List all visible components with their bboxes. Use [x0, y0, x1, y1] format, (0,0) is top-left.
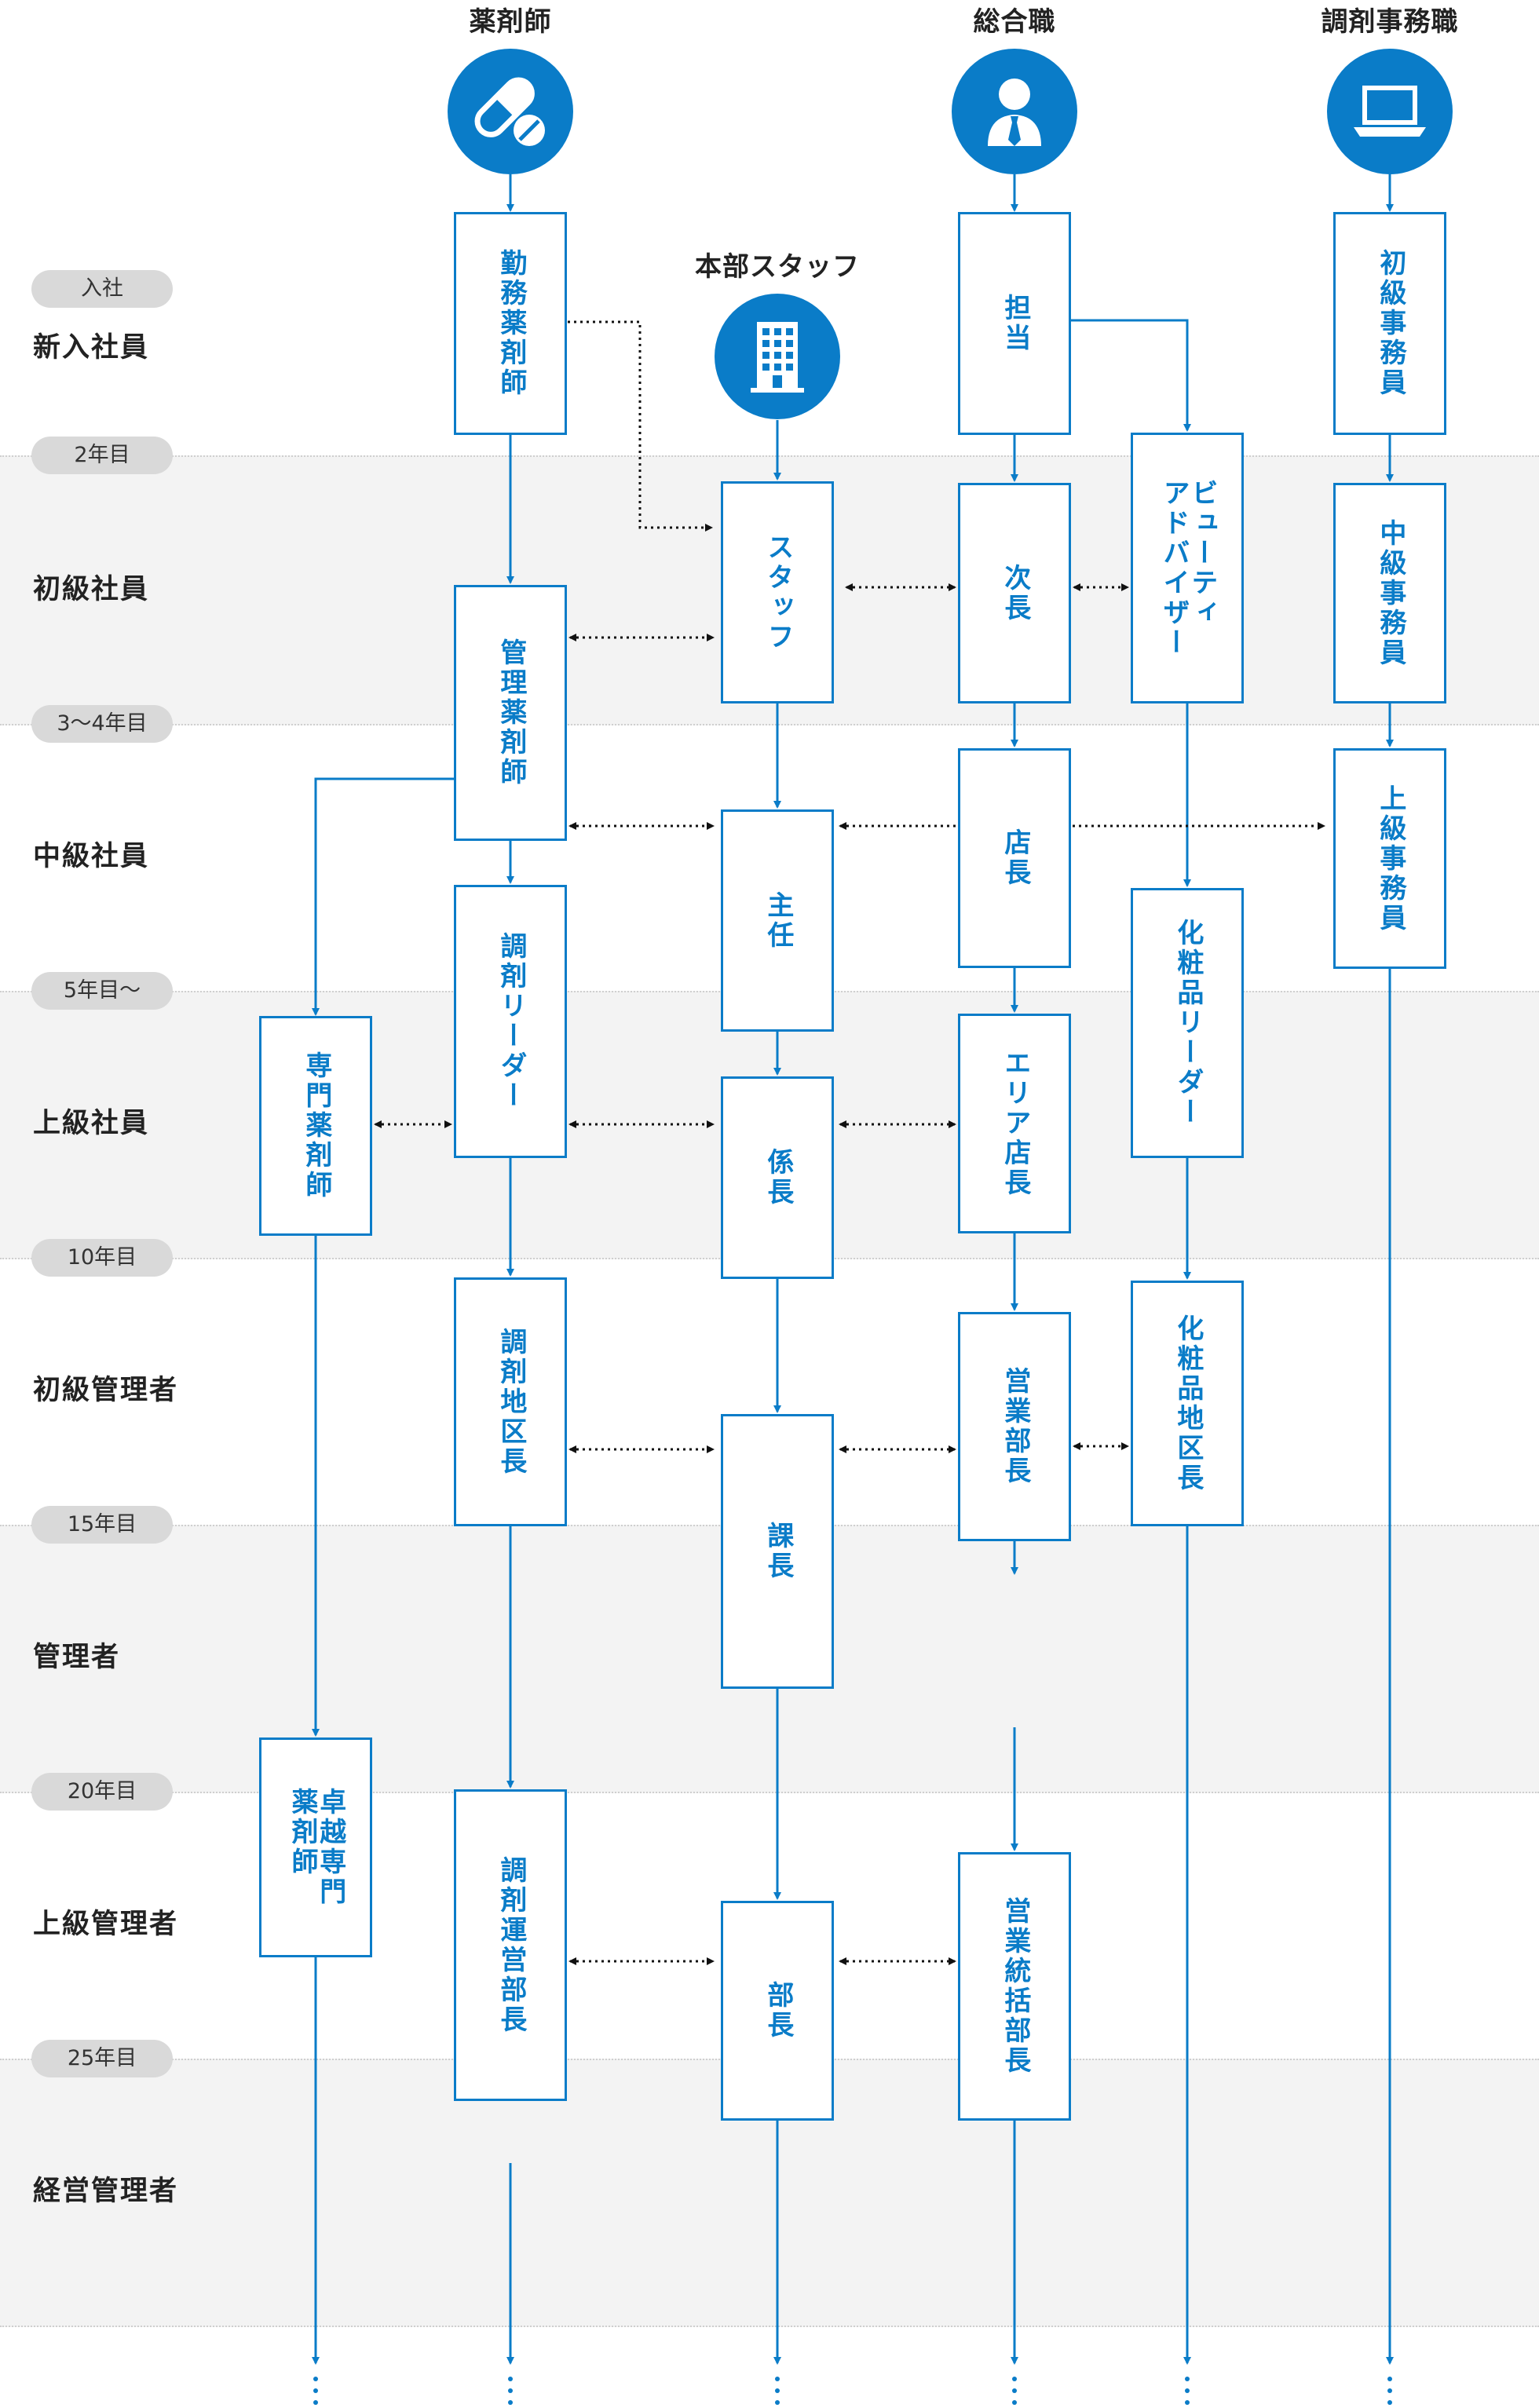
node-senmon-yakuzaishi: 専門薬剤師	[259, 1016, 372, 1236]
level-label-senior: 上級社員	[33, 1108, 150, 1139]
column-header-general: 総合職	[973, 6, 1056, 38]
node-cosmetics-chikucho: 化粧品地区長	[1131, 1281, 1244, 1526]
node-jicho: 次長	[958, 483, 1071, 703]
node-chukyu-jimuin: 中級事務員	[1333, 483, 1446, 703]
node-shunin: 主任	[721, 809, 834, 1032]
node-eigyo-bucho: 営業部長	[958, 1312, 1071, 1541]
office-building-icon	[715, 294, 840, 419]
node-cosmetics-leader: 化粧品リーダー	[1131, 888, 1244, 1158]
year-pill-2: 2年目	[31, 437, 173, 474]
level-label-junior-manager: 初級管理者	[33, 1375, 179, 1406]
node-kacho: 課長	[721, 1414, 834, 1689]
node-chozai-leader: 調剤リーダー	[454, 885, 567, 1158]
year-pill-3-4: 3〜4年目	[31, 705, 173, 743]
node-tanto: 担当	[958, 212, 1071, 435]
node-bucho: 部長	[721, 1901, 834, 2121]
year-pill-5: 5年目〜	[31, 972, 173, 1010]
level-label-executive: 経営管理者	[33, 2176, 179, 2207]
column-header-hq: 本部スタッフ	[695, 251, 860, 283]
node-jokyu-jimuin: 上級事務員	[1333, 748, 1446, 969]
node-chozai-uneibucho: 調剤運営部長	[454, 1789, 567, 2101]
node-area-tencho: エリア店長	[958, 1014, 1071, 1233]
node-kinmu-yakuzaishi: 勤務薬剤師	[454, 212, 567, 435]
node-beauty-advisor: ビューティ アドバイザー	[1131, 433, 1244, 703]
node-eigyo-tokatsu-bucho: 営業統括部長	[958, 1852, 1071, 2121]
node-kanri-yakuzaishi: 管理薬剤師	[454, 585, 567, 841]
year-pill-15: 15年目	[31, 1506, 173, 1544]
column-header-clerk: 調剤事務職	[1321, 6, 1459, 38]
businessman-icon	[952, 49, 1077, 174]
year-pill-entry: 入社	[31, 270, 173, 308]
year-pill-25: 25年目	[31, 2040, 173, 2077]
level-label-new-hire: 新入社員	[33, 332, 150, 364]
level-label-senior-manager: 上級管理者	[33, 1909, 179, 1940]
row-band-year3	[0, 724, 1539, 992]
level-label-middle: 中級社員	[33, 841, 150, 872]
node-tencho: 店長	[958, 748, 1071, 968]
year-pill-10: 10年目	[31, 1239, 173, 1277]
node-takuetsu-senmon-yakuzaishi: 卓越専門 薬剤師	[259, 1737, 372, 1957]
node-chozai-chikucho: 調剤地区長	[454, 1277, 567, 1526]
row-band-bottom	[0, 2326, 1539, 2408]
node-shokyu-jimuin: 初級事務員	[1333, 212, 1446, 435]
year-pill-20: 20年目	[31, 1773, 173, 1811]
node-kakaricho: 係長	[721, 1076, 834, 1279]
column-header-pharmacist: 薬剤師	[469, 6, 552, 38]
node-staff: スタッフ	[721, 481, 834, 703]
pill-capsule-icon	[448, 49, 573, 174]
level-label-manager: 管理者	[33, 1642, 121, 1673]
level-label-junior: 初級社員	[33, 574, 150, 605]
laptop-icon	[1327, 49, 1453, 174]
row-band-year20	[0, 1792, 1539, 2060]
